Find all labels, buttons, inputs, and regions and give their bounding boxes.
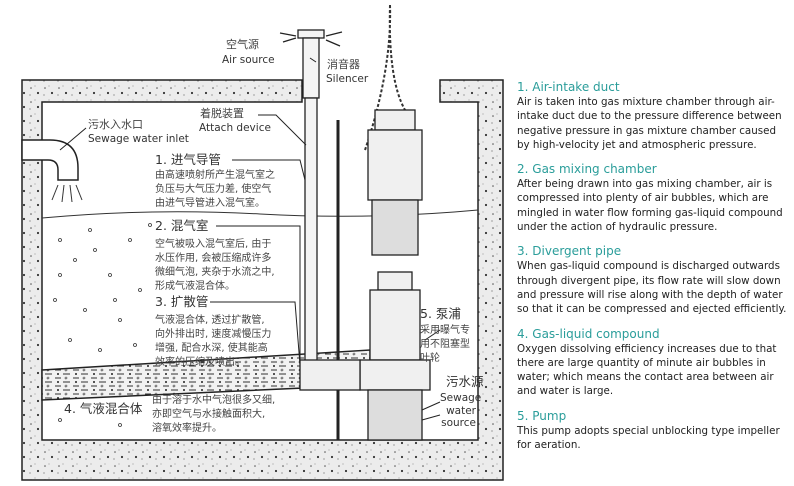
silencer-en: Silencer [326, 73, 369, 85]
gas-liquid-title: 4. 气液混合体 [64, 401, 143, 416]
section-title: 3. Divergent pipe [517, 244, 622, 259]
desc-line: 叶轮 [420, 353, 440, 364]
pump-desc: 采用曝气专用不阻塞型叶轮 [420, 324, 470, 366]
label-line: water [446, 404, 476, 417]
label-line: Sewage [440, 392, 482, 404]
air-source-en: Air source [222, 54, 275, 66]
section-title: 4. Gas-liquid compound [517, 326, 660, 341]
lifting-chain [364, 4, 406, 151]
desc-line: 增强, 配合水深, 使其能高 [155, 343, 268, 354]
air-intake-duct [279, 29, 343, 369]
section-body: This pump adopts special unblocking type… [517, 424, 780, 452]
inlet-cn: 污水入水口 [88, 118, 143, 131]
pump-lifted [367, 109, 423, 256]
desc-line: 由于溶于水中气泡很多又细, [152, 395, 276, 406]
divergent-pipe-title: 3. 扩散管 [155, 294, 209, 309]
desc-line: 负压与大气压力差, 使空气 [155, 184, 272, 195]
desc-line: 空气被吸入混气室后, 由于 [155, 239, 272, 250]
pump-title: 5. 泵浦 [420, 306, 461, 321]
inlet-en: Sewage water inlet [88, 133, 189, 145]
silencer-cn: 消音器 [327, 58, 360, 71]
gas-liquid-desc: 由于溶于水中气泡很多又细, 亦即空气与水接触面积大, 溶氧效率提升。 [152, 394, 275, 436]
divergent-pipe-desc: 气液混合体, 透过扩散管, 向外排出时, 速度减慢压力增强, 配合水深, 使其能高… [155, 314, 271, 370]
desc-line: 微细气泡, 夹杂于水流之中, [155, 267, 275, 278]
desc-line: 由高速喷射所产生混气室之 [155, 170, 275, 181]
section-body: When gas-liquid compound is discharged o… [517, 260, 787, 316]
pump-installed [299, 271, 431, 441]
air-intake-title: 1. 进气导管 [155, 152, 221, 167]
desc-line: 采用曝气专 [420, 325, 470, 336]
leader-lines [59, 57, 441, 421]
air-source-cn: 空气源 [226, 38, 259, 51]
mixing-chamber-title: 2. 混气室 [155, 218, 209, 233]
label-line: source [441, 417, 476, 429]
section-title: 1. Air-intake duct [517, 80, 620, 94]
attach-device-cn: 着脱装置 [200, 107, 244, 120]
section-body: Air is taken into gas mixture chamber th… [517, 96, 782, 151]
desc-line: 向外排出时, 速度减慢压力 [155, 329, 272, 340]
section-body: After being drawn into gas mixing chambe… [517, 178, 783, 234]
desc-line: 由进气导管进入混气室。 [155, 198, 265, 209]
desc-line: 效率的压缩及喷出。 [155, 357, 245, 368]
air-intake-desc: 由高速喷射所产生混气室之负压与大气压力差, 使空气由进气导管进入混气室。 [155, 169, 275, 211]
tank-walls [21, 79, 504, 481]
desc-line: 亦即空气与水接触面积大, [152, 409, 266, 420]
desc-line: 气液混合体, 透过扩散管, [155, 315, 265, 326]
air-bubbles [53, 223, 152, 427]
sewage-inlet-pipe [21, 139, 83, 203]
mixing-chamber-desc: 空气被吸入混气室后, 由于水压作用, 会被压缩成许多微细气泡, 夹杂于水流之中,… [155, 238, 275, 294]
sewage-source-cn: 污水源 [446, 374, 484, 389]
section-body: Oxygen dissolving efficiency increases d… [517, 342, 777, 398]
attach-device-en: Attach device [199, 122, 271, 134]
desc-line: 用不阻塞型 [420, 339, 470, 350]
desc-line: 形成气液混合体。 [155, 281, 235, 292]
desc-line: 溶氧效率提升。 [152, 423, 222, 434]
section-title: 2. Gas mixing chamber [517, 162, 657, 177]
desc-line: 水压作用, 会被压缩成许多 [155, 253, 272, 264]
section-title: 5. Pump [517, 408, 567, 423]
